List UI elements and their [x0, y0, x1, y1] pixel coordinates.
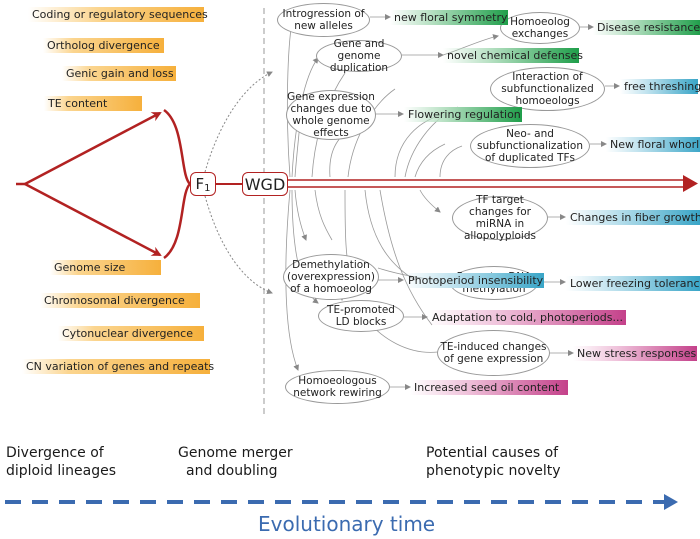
stage-line: and doubling — [186, 463, 278, 479]
node-demethylation: Demethylation (overexpression) of a homo… — [283, 254, 379, 300]
merge-bracket — [163, 108, 192, 260]
factor-label: CN variation of genes and repeats — [22, 359, 214, 374]
node-text: TE-induced changes of gene expression — [440, 341, 547, 365]
wgd-box: WGD — [242, 172, 288, 196]
factor-label: Coding or regulatory sequences — [28, 7, 208, 22]
node-text: Gene expression changes due to whole gen… — [287, 91, 375, 139]
stage-line: Genome merger — [178, 445, 293, 461]
node-te-induced: TE-induced changes of gene expression — [437, 330, 550, 376]
stage-line: diploid lineages — [6, 463, 116, 479]
node-gene-duplication: Gene and genome duplication — [316, 38, 402, 74]
outcome-free-threshing: free threshing — [620, 79, 700, 94]
node-text: TF target changes for miRNA in allopolyp… — [464, 194, 536, 242]
factor-label: Chromosomal divergence — [40, 293, 200, 308]
outcome-chemical-defenses: novel chemical defenses — [443, 48, 583, 63]
stage-causes: Potential causes of phenotypic novelty — [426, 444, 561, 480]
node-introgression: Introgression of new alleles — [277, 3, 370, 37]
stage-divergence: Divergence of diploid lineages — [6, 444, 116, 480]
factor-label: TE content — [44, 96, 142, 111]
node-expression-changes: Gene expression changes due to whole gen… — [286, 90, 376, 140]
divergence-arrow-up — [24, 111, 162, 186]
wgd-arrow-head — [683, 175, 698, 192]
divergence-arrow-down — [24, 182, 162, 257]
outcome-photoperiod: Photoperiod insensibility — [404, 273, 544, 288]
f1-subscript: 1 — [204, 182, 211, 194]
f1-label: F — [195, 175, 205, 193]
wgd-label: WGD — [244, 174, 286, 194]
node-text: Homoeolog exchanges — [510, 16, 570, 40]
stage-line: Potential causes of — [426, 445, 559, 461]
node-text: TE-promoted LD blocks — [327, 304, 395, 328]
factor-label: Genic gain and loss — [62, 66, 176, 81]
node-text: Interaction of subfunctionalized homoeol… — [501, 71, 594, 107]
stage-merger: Genome merger and doubling — [178, 444, 293, 480]
outcome-fiber-growth: Changes in fiber growth — [566, 210, 700, 225]
node-te-ld-blocks: TE-promoted LD blocks — [318, 300, 404, 332]
outcome-flowering: Flowering regulation — [404, 107, 522, 122]
outcome-floral-symmetry: new floral symmetry — [390, 10, 508, 25]
stage-line: phenotypic novelty — [426, 463, 561, 479]
node-text: Neo- and subfunctionalization of duplica… — [476, 128, 583, 164]
factor-label: Cytonuclear divergence — [58, 326, 204, 341]
outcome-freezing: Lower freezing tolerance — [566, 276, 700, 291]
outcome-seed-oil: Increased seed oil content — [410, 380, 568, 395]
node-network-rewiring: Homoeologous network rewiring — [285, 370, 390, 404]
node-text: Introgression of new alleles — [282, 8, 365, 32]
factor-label: Ortholog divergence — [43, 38, 164, 53]
outcome-stress-responses: New stress responses — [573, 346, 697, 361]
f1-dotted-down — [204, 195, 273, 295]
f1-dotted-up — [204, 71, 273, 173]
stage-line: Divergence of — [6, 445, 104, 461]
node-neofunctionalization: Neo- and subfunctionalization of duplica… — [470, 124, 590, 168]
node-subfunctionalized: Interaction of subfunctionalized homoeol… — [490, 67, 605, 111]
node-text: Homoeologous network rewiring — [293, 375, 382, 399]
outcome-cold-adaptation: Adaptation to cold, photoperiods... — [428, 310, 626, 325]
timeline-label: Evolutionary time — [258, 512, 436, 536]
node-tf-target: TF target changes for miRNA in allopolyp… — [452, 194, 548, 242]
node-text: Demethylation (overexpression) of a homo… — [286, 259, 375, 295]
node-homoeolog-exchanges: Homoeolog exchanges — [500, 12, 580, 44]
factor-label: Genome size — [50, 260, 161, 275]
outcome-floral-whorl: New floral whorl — [606, 137, 700, 152]
outcome-disease-resistance: Disease resistance — [593, 20, 700, 35]
node-text: Gene and genome duplication — [329, 38, 389, 74]
